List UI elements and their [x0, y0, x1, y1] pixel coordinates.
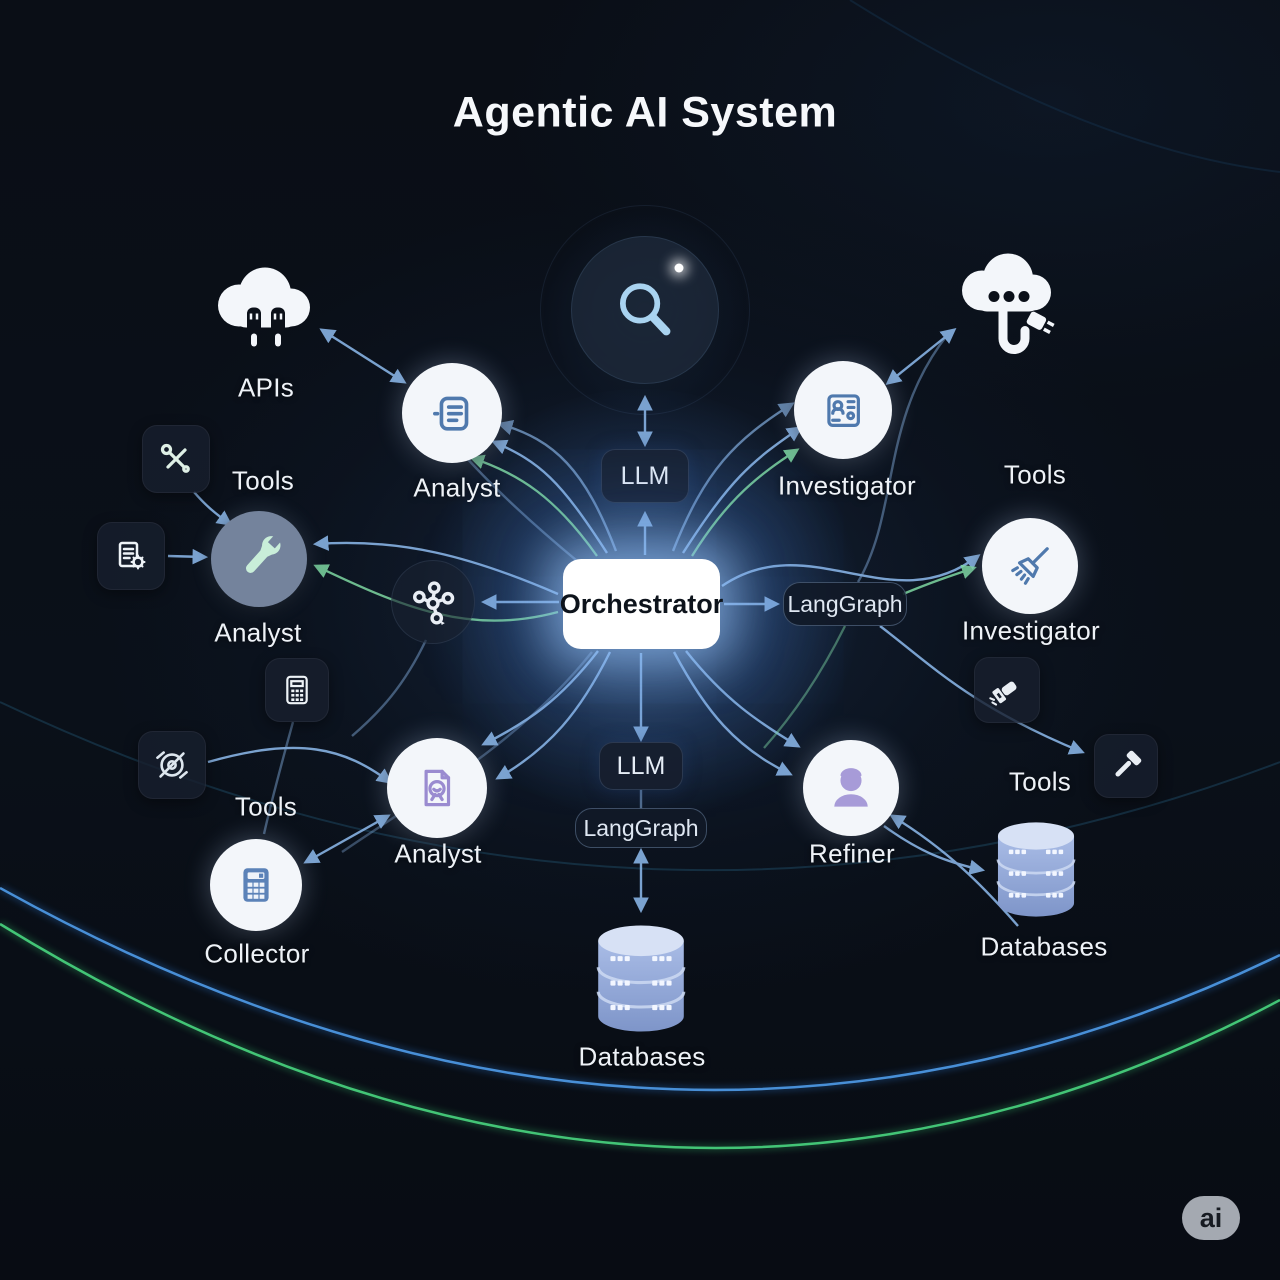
agent-analyst-bottom: [387, 738, 487, 838]
apis-label: APIs: [237, 372, 295, 403]
llm-node-top: LLM: [601, 449, 689, 503]
databases-label: Databases: [980, 931, 1108, 962]
network-orb: [391, 560, 475, 644]
agent-label: Collector: [204, 938, 310, 969]
langgraph-label: LangGraph: [583, 814, 699, 841]
orchestrator-node: Orchestrator: [560, 559, 723, 649]
search-icon: [619, 283, 671, 336]
document-gear-chip: [97, 522, 165, 590]
orchestrator-label: Orchestrator: [559, 588, 724, 619]
search-orb: [571, 236, 719, 384]
tools-label: Tools: [231, 465, 295, 496]
calculator-chip: [265, 658, 329, 722]
broom-icon: [1011, 547, 1049, 585]
agent-refiner: [803, 740, 899, 836]
flashlight-chip: [974, 657, 1040, 723]
hammer-chip: [1094, 734, 1158, 798]
agent-analyst-top: [402, 363, 502, 463]
llm-node-bottom: LLM: [599, 742, 683, 790]
agent-collector: [210, 839, 302, 931]
agent-label: Investigator: [961, 615, 1101, 646]
ai-watermark-badge: ai: [1182, 1196, 1240, 1240]
agent-label: Analyst: [394, 838, 482, 869]
document-scan-icon: [424, 769, 451, 807]
hammer-icon: [1115, 750, 1142, 777]
databases-label: Databases: [578, 1041, 706, 1072]
calculator-icon: [243, 868, 269, 902]
agent-label: Analyst: [214, 617, 302, 648]
page-title: Agentic AI System: [452, 88, 838, 137]
agent-label: Analyst: [413, 472, 501, 503]
tools-label: Tools: [234, 791, 298, 822]
flashlight-icon: [989, 681, 1017, 706]
agent-investigator-top: [794, 361, 892, 459]
green-connections: [313, 448, 977, 749]
llm-label: LLM: [620, 461, 670, 490]
cloud-plugs-icon: [218, 267, 310, 347]
report-document-icon: [433, 396, 469, 431]
ai-watermark-label: ai: [1199, 1202, 1223, 1233]
agent-label: Refiner: [809, 838, 895, 869]
document-gear-icon: [118, 541, 146, 570]
tools-label: Tools: [1003, 459, 1067, 490]
tools-chip: [142, 425, 210, 493]
agent-analyst-left: [211, 511, 307, 607]
network-graph-icon: [413, 581, 455, 625]
sparkle-icon: [674, 263, 684, 273]
tools-label: Tools: [1008, 766, 1072, 797]
calculator-small-icon: [286, 675, 308, 705]
langgraph-node-bottom: LangGraph: [575, 808, 707, 848]
id-card-icon: [827, 394, 860, 427]
blue-connections: [167, 328, 1085, 927]
person-icon: [834, 768, 868, 807]
agent-label: Investigator: [777, 470, 917, 501]
cloud-plug-icon: [962, 253, 1055, 354]
databases-bottom: [596, 925, 686, 1038]
langgraph-node-right: LangGraph: [783, 582, 907, 626]
wrench-screwdriver-icon: [160, 443, 190, 473]
database-icon: [596, 925, 686, 1032]
tools-cloud: [948, 251, 1068, 374]
apis-cloud: [201, 260, 325, 375]
compass-chip: [138, 731, 206, 799]
compass-icon: [156, 751, 188, 779]
databases-right: [996, 822, 1076, 923]
langgraph-label: LangGraph: [787, 590, 903, 617]
agent-investigator-right: [982, 518, 1078, 614]
llm-label: LLM: [616, 751, 666, 780]
database-icon: [996, 822, 1076, 917]
wrench-icon: [245, 535, 281, 573]
